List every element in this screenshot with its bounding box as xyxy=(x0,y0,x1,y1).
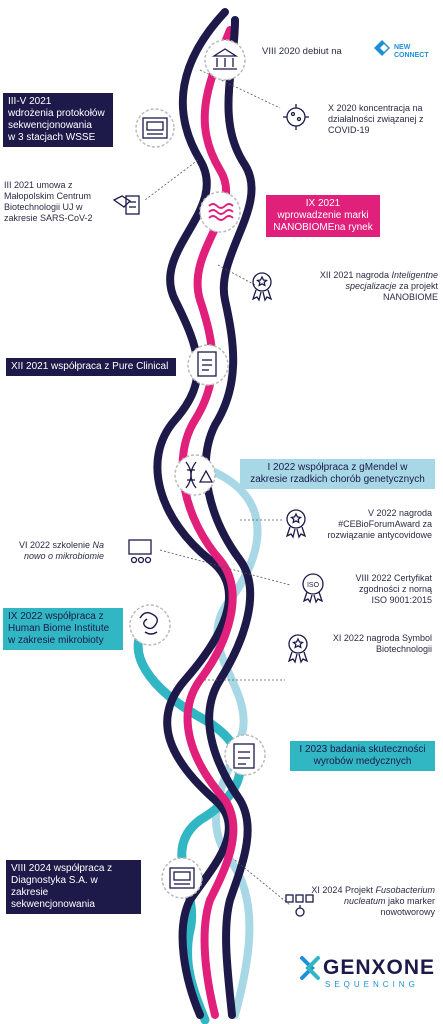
event-2021-wsse-protocols: III-V 2021 wdrożenia protokołów sekwencj… xyxy=(3,93,113,147)
event-line: Diagnostyka S.A. w zakresie xyxy=(11,875,98,898)
checklist-gear-icon xyxy=(285,894,314,917)
event-line: V 2022 nagroda xyxy=(367,508,432,518)
award-icon xyxy=(251,272,273,302)
event-line: zakresie SARS-CoV-2 xyxy=(4,213,93,223)
event-line-italic: Fusobacterium xyxy=(375,885,435,895)
genxone-logo-icon xyxy=(300,956,320,980)
event-line: NANOBIOME xyxy=(382,292,438,302)
event-line: Biotechnologii xyxy=(375,644,432,654)
sequencer-icon xyxy=(142,117,168,139)
event-2024-fusobacterium-project: XI 2024 Projekt Fusobacterium nucleatum … xyxy=(290,885,435,918)
brand-name: GENXONE xyxy=(323,956,436,979)
event-line: VIII 2022 Certyfikat xyxy=(355,573,432,583)
event-2021-smart-spec-award: XII 2021 nagroda Inteligentne specjaliza… xyxy=(286,270,438,303)
event-line: IX 2021 xyxy=(305,198,341,209)
event-line: XII 2021 nagroda xyxy=(319,270,392,280)
ribbon-light-teal xyxy=(206,466,262,1019)
event-line-italic: specjalizacje xyxy=(345,281,397,291)
event-2022-microbiome-training: VI 2022 szkolenie Na nowo o mikrobiomie xyxy=(4,540,104,562)
event-line-italic: Na xyxy=(92,540,104,550)
event-line: I 2022 współpraca z gMendel w xyxy=(267,462,408,473)
event-2020-newconnect-debut: VIII 2020 debiut na xyxy=(262,46,342,57)
event-line: działalności związanej z xyxy=(328,114,424,124)
intestine-icon xyxy=(139,611,159,635)
waves-icon xyxy=(208,203,234,221)
event-2022-human-biome-institute: IX 2022 współpraca z Human Biome Institu… xyxy=(3,608,123,650)
event-line: za projekt xyxy=(396,281,438,291)
event-line: Biotechnologii UJ w xyxy=(4,202,83,212)
event-line: NANOBIOMEna rynek xyxy=(273,222,373,233)
event-2021-pure-clinical: XII 2021 współpraca z Pure Clinical xyxy=(6,358,176,376)
event-line: zakresie rzadkich chorób genetycznych xyxy=(250,474,425,485)
ribbon-navy-right xyxy=(201,16,256,1019)
event-line: zgodności z norną xyxy=(358,584,432,594)
event-line: Małopolskim Centrum xyxy=(4,191,92,201)
event-line: III 2021 umowa z xyxy=(4,180,73,190)
event-2020-covid: X 2020 koncentracja na działalności zwią… xyxy=(328,103,424,136)
event-2021-mcb-uj: III 2021 umowa z Małopolskim Centrum Bio… xyxy=(4,180,112,224)
handshake-contract-icon xyxy=(112,195,140,215)
event-line: #CEBioForumAward za xyxy=(338,519,432,529)
clipboard-checklist-icon xyxy=(233,743,255,769)
ribbon-teal xyxy=(133,615,245,1024)
event-2023-medical-devices-research: I 2023 badania skuteczności wyrobów medy… xyxy=(290,741,435,771)
event-line: Human Biome Institute xyxy=(8,623,110,634)
award-icon-3 xyxy=(287,634,309,664)
event-2024-diagnostyka: VIII 2024 współpraca z Diagnostyka S.A. … xyxy=(6,860,141,914)
event-line: I 2023 badania skuteczności xyxy=(299,744,426,755)
event-line: X 2020 koncentracja na xyxy=(328,103,423,113)
event-line: w zakresie mikrobioty xyxy=(8,635,104,646)
brand-tagline: SEQUENCING xyxy=(325,980,419,989)
award-icon-2 xyxy=(285,509,307,539)
event-line: XI 2024 Projekt xyxy=(311,885,376,895)
sequencer-icon-2 xyxy=(169,867,195,889)
event-line-italic: Inteligentne xyxy=(391,270,438,280)
event-line: sekwencjonowania xyxy=(11,899,95,910)
connector-lines xyxy=(144,69,291,906)
event-line: rozwiązanie antycovidowe xyxy=(327,530,432,540)
event-line-italic: nowo o mikrobiomie xyxy=(23,551,104,561)
event-text: VIII 2020 debiut na xyxy=(262,46,342,57)
event-line: wyrobów medycznych xyxy=(313,756,412,767)
dna-warning-icon xyxy=(185,461,214,489)
event-line: IX 2022 współpraca z xyxy=(8,611,104,622)
event-line: wdrożenia protokołów xyxy=(8,108,105,119)
event-line-italic: nucleatum xyxy=(343,896,386,906)
newconnect-connect: CONNECT xyxy=(394,52,429,59)
event-line: ISO 9001:2015 xyxy=(371,595,432,605)
iso-badge-icon xyxy=(302,573,324,604)
event-2022-symbol-biotech: XI 2022 nagroda Symbol Biotechnologii xyxy=(318,633,432,655)
event-line: XII 2021 współpraca z Pure Clinical xyxy=(11,361,169,372)
iso-badge-text: ISO xyxy=(307,582,320,589)
event-line: nowotworowy xyxy=(380,907,435,917)
event-2021-nanobiome-launch: IX 2021 wprowadzenie marki NANOBIOMEna r… xyxy=(266,195,380,237)
virus-icon xyxy=(283,104,309,130)
ribbon-navy-left xyxy=(153,8,233,1019)
event-line: w 3 stacjach WSSE xyxy=(8,132,96,143)
event-line: XI 2022 nagroda Symbol xyxy=(332,633,432,643)
newconnect-new: NEW xyxy=(394,44,411,51)
event-line: VI 2022 szkolenie xyxy=(18,540,93,550)
presentation-icon xyxy=(128,539,152,564)
event-line: jako marker xyxy=(385,896,435,906)
event-line: III-V 2021 xyxy=(8,96,52,107)
event-2022-iso-certificate: VIII 2022 Certyfikat zgodności z norną I… xyxy=(330,573,432,606)
event-line: sekwencjonowania xyxy=(8,120,92,131)
document-icon xyxy=(197,351,217,377)
bank-icon xyxy=(211,48,239,70)
event-2022-cebioforum-award: V 2022 nagroda #CEBioForumAward za rozwi… xyxy=(300,508,432,541)
event-line: VIII 2024 współpraca z xyxy=(11,863,113,874)
event-2022-gmendel: I 2022 współpraca z gMendel w zakresie r… xyxy=(240,459,435,489)
event-line: COVID-19 xyxy=(328,125,370,135)
newconnect-logo-icon xyxy=(374,40,390,56)
event-line: wprowadzenie marki xyxy=(277,210,369,221)
